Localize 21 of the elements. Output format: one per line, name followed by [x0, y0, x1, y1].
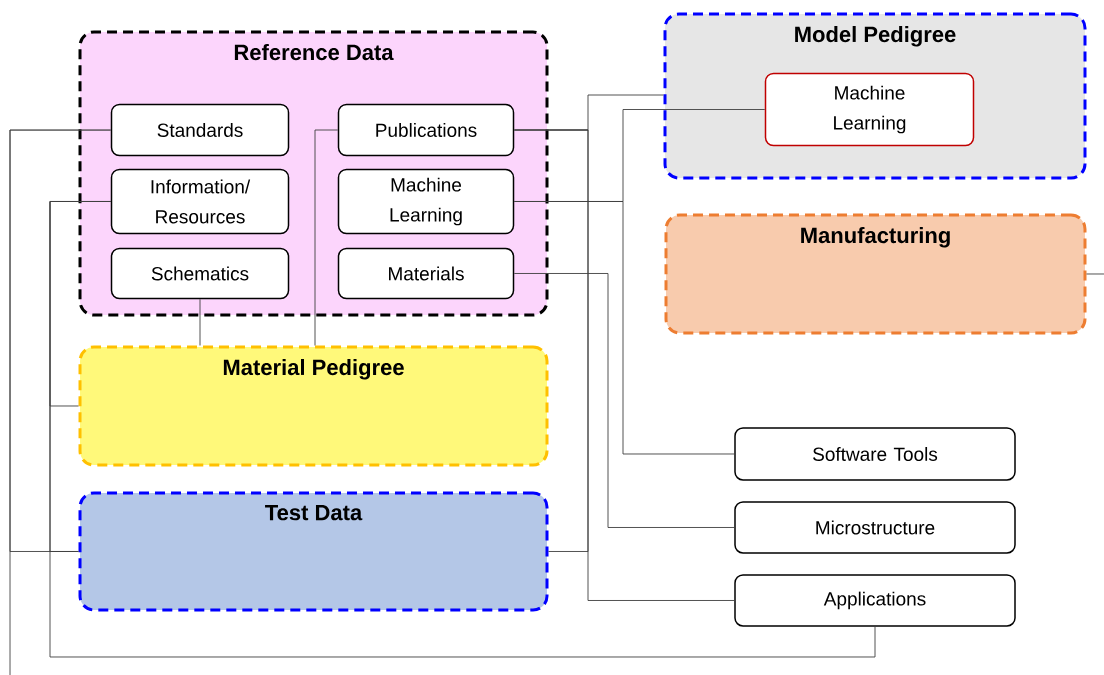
group-panel: Manufacturing	[664, 213, 1087, 335]
group-panel: Test Data	[78, 491, 549, 612]
label-box: Software Tools	[734, 427, 1016, 481]
connector-line	[513, 201, 735, 455]
connector-line	[513, 129, 735, 601]
connector-line	[314, 129, 339, 346]
label-box: Publications	[337, 103, 515, 157]
label-box: Machine Learning	[764, 72, 975, 147]
label-box: Microstructure	[734, 501, 1016, 554]
label-box: Information/ Resources	[110, 168, 290, 235]
group-panel: Material Pedigree	[78, 345, 549, 467]
connector-line	[199, 298, 201, 346]
connector-line	[49, 201, 876, 658]
label-box: Applications	[734, 574, 1016, 627]
label-box: Materials	[337, 247, 515, 300]
label-box: Machine Learning	[337, 168, 515, 235]
connector-line	[9, 129, 112, 675]
label-box: Standards	[110, 103, 290, 157]
connector-line	[513, 273, 735, 528]
connector-line	[1086, 273, 1104, 275]
label-box: Schematics	[110, 247, 290, 300]
